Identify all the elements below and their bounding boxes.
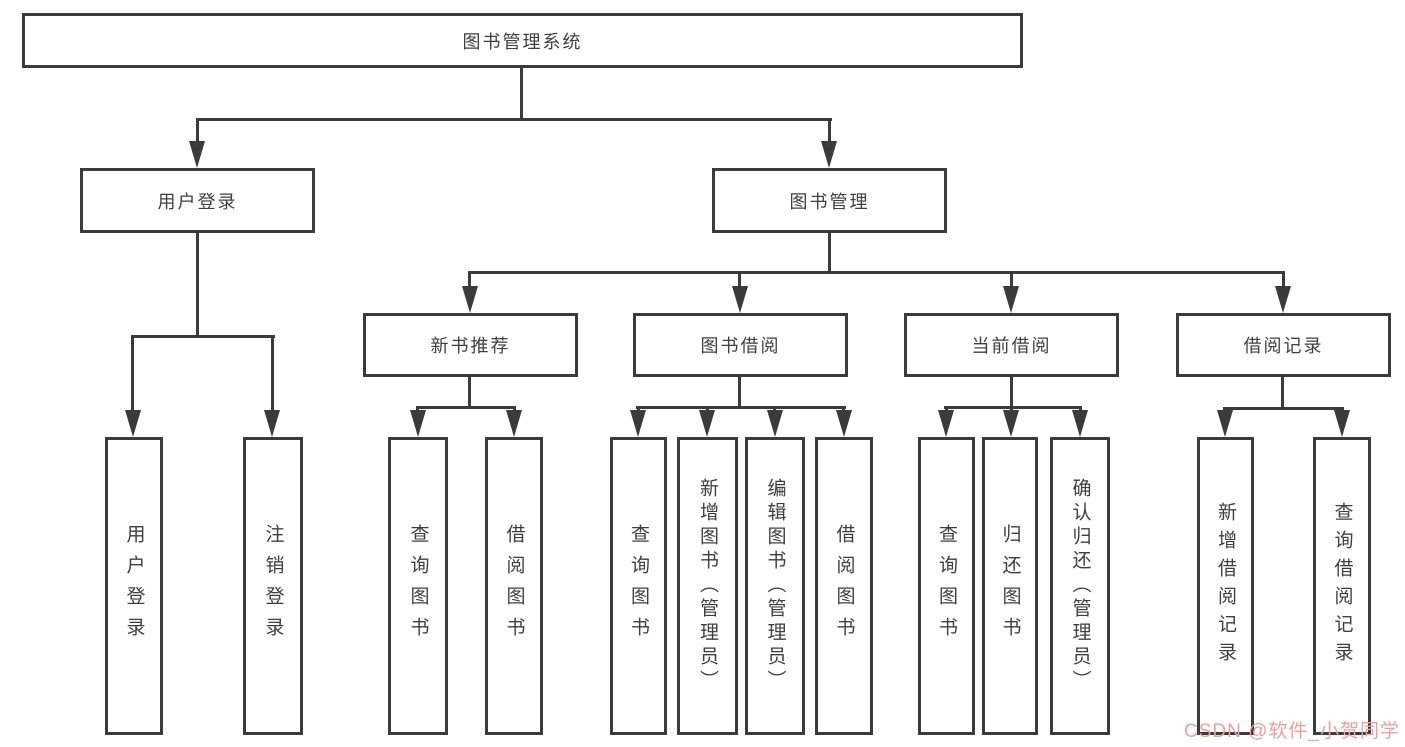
connector-book-borrow-drop: [738, 271, 741, 289]
arrowhead-book-management: [821, 141, 837, 168]
connector-book-borrow-horizontal: [636, 406, 846, 409]
arrowhead-borrow-record: [1275, 286, 1291, 313]
arrowhead-book-borrow: [732, 286, 748, 313]
arrowhead-cb-confirm-return: [1072, 410, 1088, 437]
node-user-login: 用户登录: [80, 168, 315, 233]
arrowhead-cb-query-book: [938, 410, 954, 437]
connector-ul-login-drop: [131, 335, 134, 412]
arrowhead-bb-edit-book: [767, 410, 783, 437]
arrowhead-nb-borrow-book: [506, 410, 522, 437]
connector-user-login-horizontal: [131, 335, 275, 338]
connector-user-login-stem: [196, 233, 199, 338]
node-new-book-recommend: 新书推荐: [363, 313, 578, 377]
watermark-text: CSDN @软件_小贺同学: [1184, 721, 1400, 742]
connector-current-borrow-horizontal: [944, 406, 1082, 409]
leaf-logout-login: 注销登录: [243, 437, 303, 735]
node-current-borrow: 当前借阅: [904, 313, 1119, 377]
leaf-nb-borrow-book: 借阅图书: [485, 437, 543, 735]
arrowhead-user-login: [189, 141, 205, 168]
node-book-management: 图书管理: [712, 168, 947, 233]
connector-current-borrow-drop: [1010, 271, 1013, 289]
connector-new-book-horizontal: [416, 406, 516, 409]
leaf-br-query-record: 查询借阅记录: [1313, 437, 1371, 735]
arrowhead-current-borrow: [1003, 286, 1019, 313]
arrowhead-cb-return-book: [1003, 410, 1019, 437]
arrowhead-br-add-record: [1217, 410, 1233, 437]
connector-book-management-drop: [828, 118, 831, 144]
connector-current-borrow-stem: [1010, 377, 1013, 408]
node-root: 图书管理系统: [22, 13, 1023, 68]
arrowhead-br-query-record: [1334, 410, 1350, 437]
connector-user-login-drop: [196, 118, 199, 144]
arrowhead-bb-borrow-book: [836, 410, 852, 437]
leaf-bb-borrow-book: 借阅图书: [815, 437, 873, 735]
leaf-nb-query-book: 查询图书: [388, 437, 448, 735]
connector-borrow-record-drop: [1282, 271, 1285, 289]
node-book-borrow: 图书借阅: [633, 313, 848, 377]
connector-book-management-horizontal: [468, 271, 1285, 274]
connector-ul-logout-drop: [271, 335, 274, 412]
leaf-bb-add-book-admin: 新增图书（管理员）: [677, 437, 738, 735]
node-borrow-record: 借阅记录: [1176, 313, 1391, 377]
arrowhead-bb-query-book: [630, 410, 646, 437]
leaf-cb-confirm-return-admin: 确认归还（管理员）: [1050, 437, 1110, 735]
connector-book-management-stem: [828, 233, 831, 274]
connector-book-borrow-stem: [738, 377, 741, 408]
arrowhead-nb-query-book: [410, 410, 426, 437]
leaf-cb-query-book: 查询图书: [918, 437, 975, 735]
connector-root-stem: [520, 68, 523, 118]
leaf-user-login: 用户登录: [105, 437, 163, 735]
connector-new-book-stem: [468, 377, 471, 408]
arrowhead-ul-login: [125, 410, 141, 437]
arrowhead-bb-add-book: [699, 410, 715, 437]
connector-borrow-record-stem: [1281, 377, 1284, 408]
leaf-bb-edit-book-admin: 编辑图书（管理员）: [745, 437, 805, 735]
leaf-br-add-record: 新增借阅记录: [1197, 437, 1254, 735]
connector-root-horizontal: [196, 118, 832, 121]
arrowhead-ul-logout: [264, 410, 280, 437]
connector-borrow-record-horizontal: [1223, 407, 1344, 410]
leaf-cb-return-book: 归还图书: [982, 437, 1038, 735]
arrowhead-new-book-recommend: [462, 286, 478, 313]
leaf-bb-query-book: 查询图书: [610, 437, 667, 735]
connector-new-book-drop: [468, 271, 471, 289]
